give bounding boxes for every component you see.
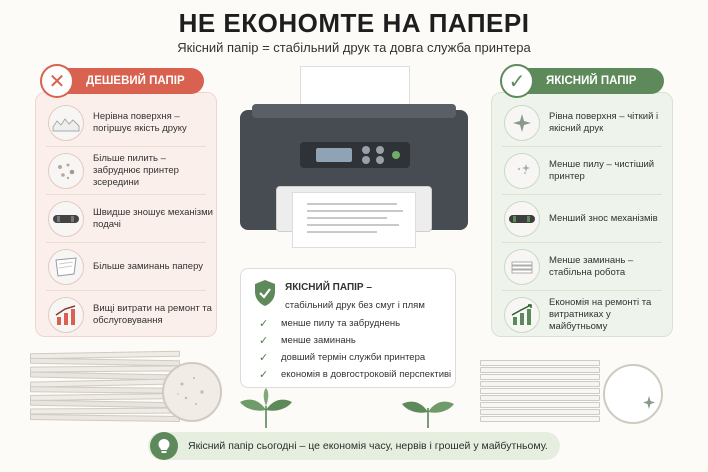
rough-texture-magnifier [162,362,222,422]
check-item: ✓ довший термін служби принтера [259,352,426,364]
item-text: Менше заминань – стабільна робота [549,255,634,278]
item-text: Менше пилу – чистіший принтер [549,159,655,182]
quality-summary-box: ЯКІСНИЙ ПАПІР – стабільний друк без смуг… [240,268,456,388]
divider [502,194,662,195]
divider [502,242,662,243]
sparkle-icon [504,105,540,141]
paper-stack-icon [504,249,540,285]
item-text: Вищі витрати на ремонт та обслуговування [93,303,212,326]
control-panel [300,142,410,168]
printer-button [362,156,370,164]
footer-text: Якісний папір сьогодні – це економія час… [188,440,548,452]
list-item: Нерівна поверхня – погіршує якість друку [48,103,213,143]
printer-button [376,146,384,154]
summary-title: ЯКІСНИЙ ПАПІР – [285,282,372,293]
list-item: Менший знос механізмів [504,199,669,239]
item-text: Більше заминань паперу [93,261,204,272]
divider [502,290,662,291]
printer-illustration [240,66,468,256]
savings-chart-icon [504,297,540,333]
printer-lid [252,104,456,118]
checkmark-icon: ✓ [259,369,269,381]
list-item: Вищі витрати на ремонт та обслуговування [48,295,213,335]
checkmark-icon: ✓ [259,318,269,330]
item-text: Менший знос механізмів [549,213,658,224]
power-button [392,151,400,159]
cross-icon: ✕ [40,64,74,98]
quality-paper-stack [480,360,600,426]
page-subtitle: Якісний папір = стабільний друк та довга… [177,40,531,55]
cheap-paper-stack [29,350,181,428]
printer-button [376,156,384,164]
checkmark-icon: ✓ [259,335,269,347]
checkmark-icon: ✓ [259,352,269,364]
dust-icon [48,153,84,189]
item-text: Швидше зношує механізми подачі [93,207,213,230]
quality-paper-badge: ✓ ЯКІСНИЙ ПАПІР [500,64,664,98]
jammed-paper-icon [48,249,84,285]
clean-dust-icon [504,153,540,189]
divider [502,146,662,147]
cheap-paper-label: ДЕШЕВИЙ ПАПІР [86,75,185,87]
summary-subtitle: стабільний друк без смуг і плям [285,300,425,311]
list-item: Економія на ремонті та витратниках у май… [504,295,669,335]
footer-banner: Якісний папір сьогодні – це економія час… [148,432,560,460]
check-item: ✓ менше пилу та забруднень [259,318,401,330]
rough-paper-icon [48,105,84,141]
lcd-screen [316,148,352,162]
quality-paper-label: ЯКІСНИЙ ПАПІР [546,75,637,87]
cost-up-chart-icon [48,297,84,333]
roller-icon [48,201,84,237]
divider [46,290,206,291]
list-item: Більше заминань паперу [48,247,213,287]
item-text: Нерівна поверхня – погіршує якість друку [93,111,187,134]
lightbulb-icon [150,432,178,460]
quality-paper-panel: Рівна поверхня – чіткий і якісний друк М… [491,92,673,337]
check-icon: ✓ [500,64,534,98]
item-text: Більше пилить – забруднює принтер зсеред… [93,153,179,188]
shield-check-icon [255,280,275,306]
list-item: Менше заминань – стабільна робота [504,247,669,287]
list-item: Швидше зношує механізми подачі [48,199,213,239]
list-item: Менше пилу – чистіший принтер [504,151,669,191]
divider [46,194,206,195]
item-text: Економія на ремонті та витратниках у май… [549,297,652,332]
list-item: Рівна поверхня – чіткий і якісний друк [504,103,669,143]
cheap-paper-panel: Нерівна поверхня – погіршує якість друку… [35,92,217,337]
printer-button [362,146,370,154]
smooth-texture-magnifier [603,364,663,424]
list-item: Більше пилить – забруднює принтер зсеред… [48,151,213,191]
cheap-paper-badge: ✕ ДЕШЕВИЙ ПАПІР [40,64,204,98]
divider [46,242,206,243]
roller-icon [504,201,540,237]
divider [46,146,206,147]
check-item: ✓ економія в довгостроковій перспективі [259,369,452,381]
leaf-decoration-icon [240,388,292,428]
leaf-decoration-icon [402,401,454,428]
check-item: ✓ менше заминань [259,335,356,347]
printed-paper [292,192,416,248]
page-title: НЕ ЕКОНОМТЕ НА ПАПЕРІ [178,8,530,38]
item-text: Рівна поверхня – чіткий і якісний друк [549,111,659,134]
